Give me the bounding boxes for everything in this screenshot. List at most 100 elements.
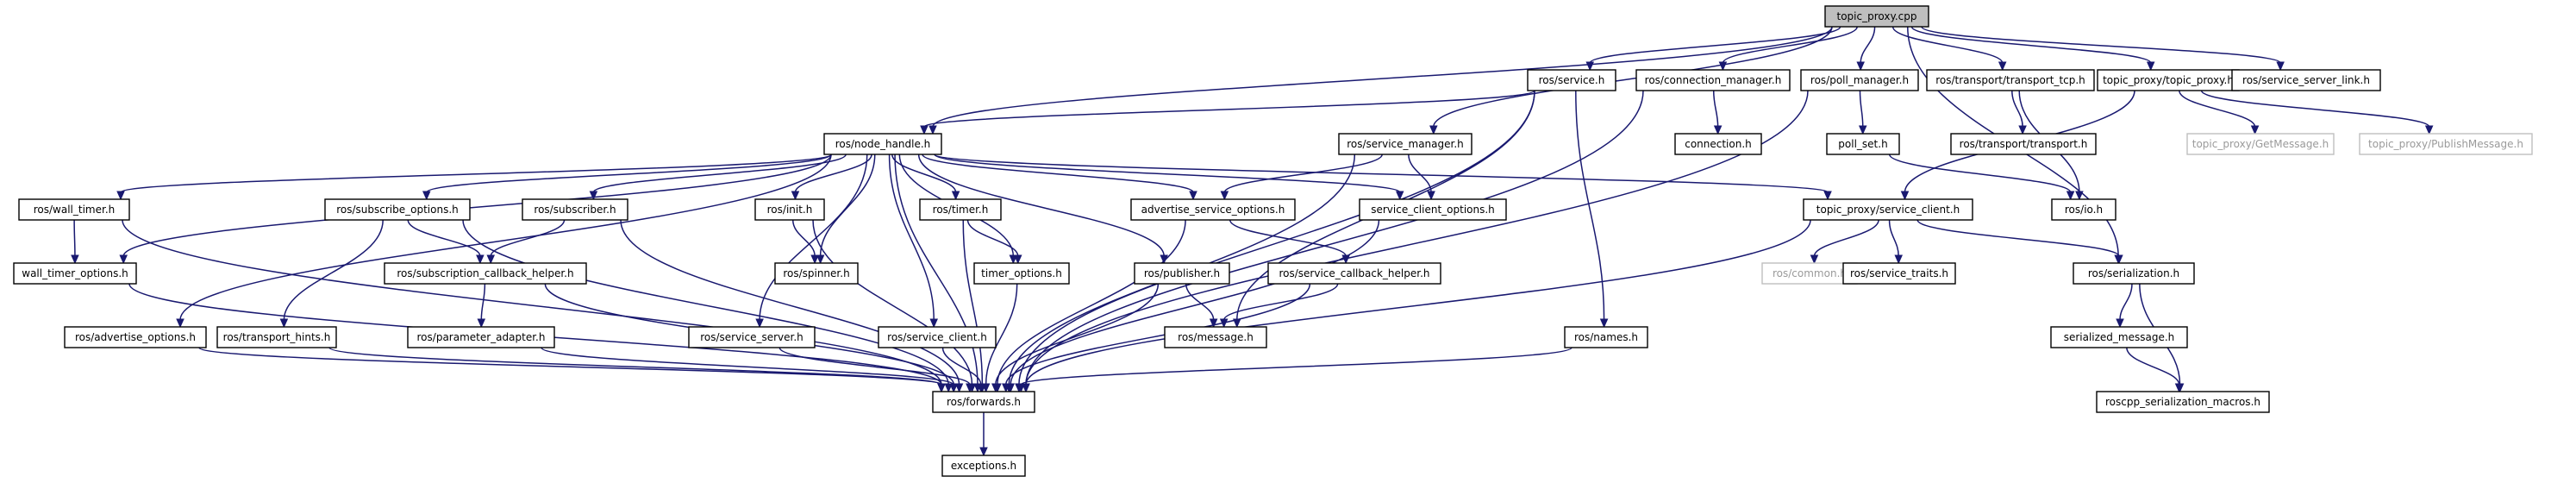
arrowhead [1585, 61, 1595, 72]
edge-topic-proxy-cpp-to-service-server-link-h [1921, 26, 2281, 64]
node-serialized-message-h[interactable]: serialized_message.h [2050, 326, 2188, 348]
arrowhead [2276, 61, 2285, 72]
node-wall-timer-options-h[interactable]: wall_timer_options.h [13, 262, 137, 285]
node-topic-proxy-h[interactable]: topic_proxy/topic_proxy.h [2097, 69, 2240, 91]
node-box [973, 262, 1070, 285]
node-label: serialized_message.h [2064, 331, 2175, 343]
node-message-h[interactable]: ros/message.h [1164, 326, 1267, 348]
node-label: ros/service_callback_helper.h [1279, 267, 1429, 279]
node-label: ros/node_handle.h [835, 138, 931, 150]
node-advertise-options-h[interactable]: ros/advertise_options.h [64, 326, 207, 348]
node-label: topic_proxy/topic_proxy.h [2103, 74, 2234, 86]
node-forwards-h[interactable]: ros/forwards.h [932, 391, 1035, 413]
arrowhead [1220, 191, 1229, 201]
node-box [2097, 69, 2240, 91]
edge-service-client-h-tp-to-common-h [1813, 219, 1879, 257]
node-label: ros/service_client.h [887, 331, 987, 343]
node-init-h[interactable]: ros/init.h [754, 198, 825, 221]
node-label: ros/advertise_options.h [75, 331, 196, 343]
arrowhead [755, 318, 764, 329]
node-label: ros/parameter_adapter.h [417, 331, 546, 343]
node-service-client-options-h[interactable]: service_client_options.h [1359, 198, 1507, 221]
node-poll-manager-h[interactable]: ros/poll_manager.h [1800, 69, 1919, 91]
edge-timer-h-to-timer-options-h [966, 219, 1019, 257]
node-box [1527, 69, 1616, 91]
node-label: topic_proxy/GetMessage.h [2192, 138, 2329, 150]
edge-node-handle-h-to-advertise-options-h [179, 154, 832, 321]
edge-node-handle-h-to-publisher-h [917, 154, 1165, 257]
edge-subscribe-options-h-to-transport-hints-h [283, 219, 384, 321]
node-label: ros/service_traits.h [1850, 267, 1948, 279]
edge-transport-tcp-h-to-transport-h [2011, 90, 2023, 128]
node-box [1130, 198, 1296, 221]
arrowhead [2250, 125, 2260, 135]
node-service-client-h[interactable]: ros/service_client.h [878, 326, 997, 348]
edge-node-handle-h-to-service-client-options-h [934, 154, 1401, 193]
edge-service-manager-h-to-advertise-service-options-h [1223, 154, 1383, 193]
node-parameter-adapter-h[interactable]: ros/parameter_adapter.h [407, 326, 555, 348]
node-timer-options-h[interactable]: timer_options.h [973, 262, 1070, 285]
node-box [2073, 262, 2195, 285]
node-box [932, 391, 1035, 413]
arrowhead [1713, 125, 1723, 135]
node-label: topic_proxy/PublishMessage.h [2368, 138, 2523, 150]
arrowhead [1429, 125, 1438, 135]
node-advertise-service-options-h[interactable]: advertise_service_options.h [1130, 198, 1296, 221]
node-common-h: ros/common.h [1761, 262, 1858, 285]
node-exceptions-h[interactable]: exceptions.h [941, 455, 1026, 477]
node-connection-h[interactable]: connection.h [1674, 133, 1762, 155]
edge-topic-proxy-cpp-to-service-manager-h [1433, 26, 1833, 128]
arrowhead [954, 383, 964, 393]
node-subscriber-h[interactable]: ros/subscriber.h [522, 198, 628, 221]
arrowhead [1006, 383, 1016, 393]
arrowhead [1189, 191, 1197, 201]
node-publisher-h[interactable]: ros/publisher.h [1134, 262, 1230, 285]
arrowhead [951, 191, 960, 201]
node-service-h[interactable]: ros/service.h [1527, 69, 1616, 91]
edge-publisher-h-to-forwards-h [995, 283, 1160, 386]
node-subscribe-options-h[interactable]: ros/subscribe_options.h [324, 198, 471, 221]
node-spinner-h[interactable]: ros/spinner.h [774, 262, 859, 285]
node-connection-manager-h[interactable]: ros/connection_manager.h [1635, 69, 1791, 91]
node-label: ros/init.h [767, 204, 813, 216]
node-box [1267, 262, 1441, 285]
node-transport-hints-h[interactable]: ros/transport_hints.h [216, 326, 337, 348]
node-label: ros/service_server_link.h [2242, 74, 2370, 86]
arrowhead [116, 191, 125, 201]
node-box [1635, 69, 1791, 91]
node-roscpp-serialization-macros-h[interactable]: roscpp_serialization_macros.h [2096, 391, 2270, 413]
node-box [1338, 133, 1472, 155]
node-names-h[interactable]: ros/names.h [1564, 326, 1648, 348]
edge-node-handle-h-to-subscribe-options-h [426, 154, 832, 193]
arrowhead [589, 191, 598, 201]
edge-timer-h-to-forwards-h [962, 219, 984, 386]
node-serialization-h[interactable]: ros/serialization.h [2073, 262, 2195, 285]
node-service-manager-h[interactable]: ros/service_manager.h [1338, 133, 1472, 155]
edge-service-client-h-tp-to-forwards-h [1025, 219, 1811, 386]
node-service-server-link-h[interactable]: ros/service_server_link.h [2231, 69, 2381, 91]
node-service-callback-helper-h[interactable]: ros/service_callback_helper.h [1267, 262, 1441, 285]
node-topic-proxy-cpp[interactable]: topic_proxy.cpp [1824, 5, 1929, 28]
node-wall-timer-h[interactable]: ros/wall_timer.h [18, 198, 130, 221]
arrowhead [1856, 61, 1865, 72]
node-node-handle-h[interactable]: ros/node_handle.h [823, 133, 942, 155]
edge-node-handle-h-to-subscriber-h [592, 154, 847, 193]
node-subscription-callback-helper-h[interactable]: ros/subscription_callback_helper.h [384, 262, 587, 285]
edge-connection-manager-h-to-connection-h [1712, 90, 1719, 128]
node-poll-set-h[interactable]: poll_set.h [1826, 133, 1900, 155]
node-transport-h[interactable]: ros/transport/transport.h [1950, 133, 2097, 155]
node-get-message-h: topic_proxy/GetMessage.h [2186, 133, 2335, 155]
node-timer-h[interactable]: ros/timer.h [919, 198, 1002, 221]
node-io-h[interactable]: ros/io.h [2051, 198, 2116, 221]
node-service-server-h[interactable]: ros/service_server.h [688, 326, 816, 348]
edge-names-h-to-forwards-h [1020, 347, 1572, 386]
node-service-client-h-tp[interactable]: topic_proxy/service_client.h [1803, 198, 1973, 221]
node-label: ros/service.h [1539, 74, 1605, 86]
node-transport-tcp-h[interactable]: ros/transport/transport_tcp.h [1926, 69, 2095, 91]
node-service-traits-h[interactable]: ros/service_traits.h [1842, 262, 1956, 285]
arrowhead [2116, 318, 2124, 329]
node-label: advertise_service_options.h [1141, 204, 1285, 216]
arrowhead [929, 318, 938, 329]
arrowhead [2066, 191, 2075, 201]
node-box [216, 326, 337, 348]
